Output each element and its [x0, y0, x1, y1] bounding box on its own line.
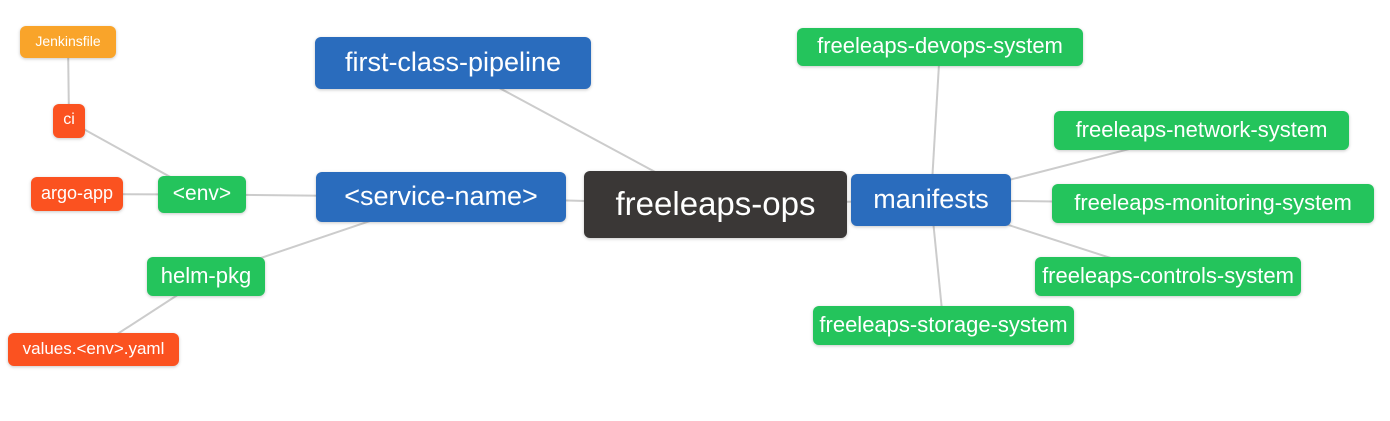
node-first-class-pipeline[interactable]: first-class-pipeline [315, 37, 591, 89]
node-ci[interactable]: ci [53, 104, 85, 138]
node-freeleaps-monitoring-system[interactable]: freeleaps-monitoring-system [1052, 184, 1374, 223]
node-service-name[interactable]: <service-name> [316, 172, 566, 222]
node-manifests[interactable]: manifests [851, 174, 1011, 226]
node-freeleaps-storage-system[interactable]: freeleaps-storage-system [813, 306, 1074, 345]
node-helm-pkg[interactable]: helm-pkg [147, 257, 265, 296]
node-values-env-yaml[interactable]: values.<env>.yaml [8, 333, 179, 366]
node-freeleaps-network-system[interactable]: freeleaps-network-system [1054, 111, 1349, 150]
node-freeleaps-devops-system[interactable]: freeleaps-devops-system [797, 28, 1083, 66]
node-freeleaps-controls-system[interactable]: freeleaps-controls-system [1035, 257, 1301, 296]
node-freeleaps-ops[interactable]: freeleaps-ops [584, 171, 847, 238]
node-argo-app[interactable]: argo-app [31, 177, 123, 211]
node-env[interactable]: <env> [158, 176, 246, 213]
node-jenkinsfile[interactable]: Jenkinsfile [20, 26, 116, 58]
